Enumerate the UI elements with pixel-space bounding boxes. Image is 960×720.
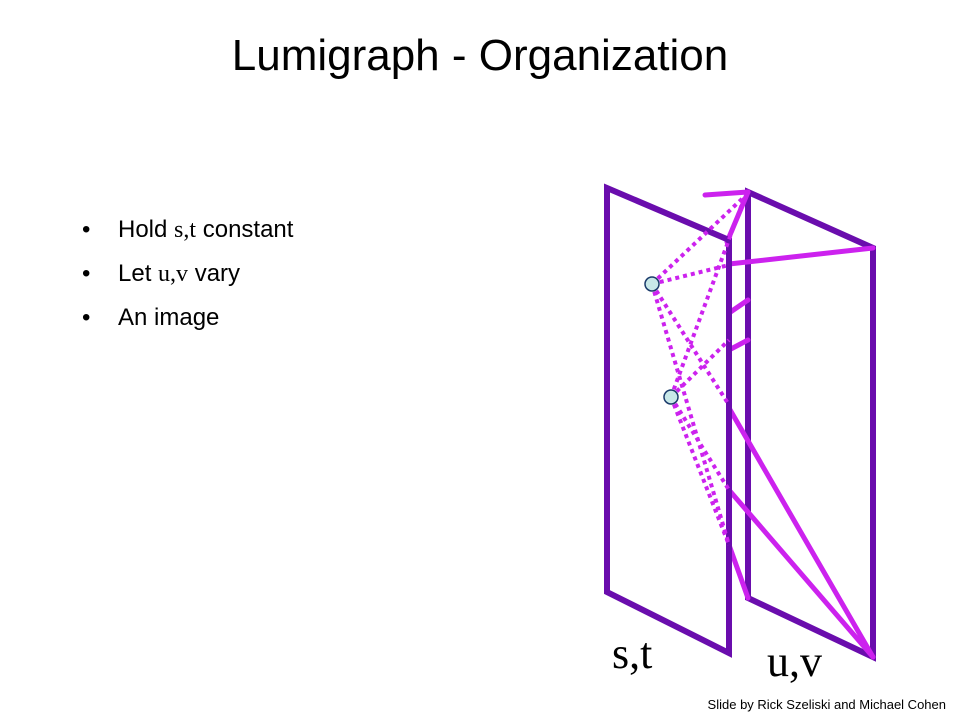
bullet-item-an-image: • An image: [82, 304, 293, 332]
bullet-text: Let: [118, 260, 159, 287]
bullet-item-hold-st: • Hold s,t constant: [82, 216, 293, 244]
uv-plane-label: u,v: [767, 637, 822, 686]
bullet-item-let-uv: • Let u,v vary: [82, 260, 293, 288]
bullet-text: Hold: [118, 216, 175, 243]
solid-rays: [702, 189, 876, 660]
dotted-rays: [650, 194, 747, 546]
bullet-text: constant: [196, 216, 294, 243]
bullet-variable: s,t: [174, 217, 197, 243]
bullet-dot: •: [82, 216, 91, 243]
bullet-dot: •: [82, 304, 91, 331]
bullet-text: An image: [118, 304, 220, 331]
st-plane-label: s,t: [612, 629, 653, 678]
bullet-text: vary: [188, 260, 241, 287]
bullet-variable: u,v: [158, 261, 189, 287]
bullet-dot: •: [82, 260, 91, 287]
st-plane: [604, 183, 732, 658]
sample-point: [644, 276, 660, 292]
sample-point: [663, 389, 679, 405]
page-title: Lumigraph - Organization: [231, 31, 729, 80]
slide-credit: Slide by Rick Szeliski and Michael Cohen: [707, 697, 946, 712]
bullet-list: • Hold s,t constant • Let u,v vary • An …: [82, 216, 293, 348]
